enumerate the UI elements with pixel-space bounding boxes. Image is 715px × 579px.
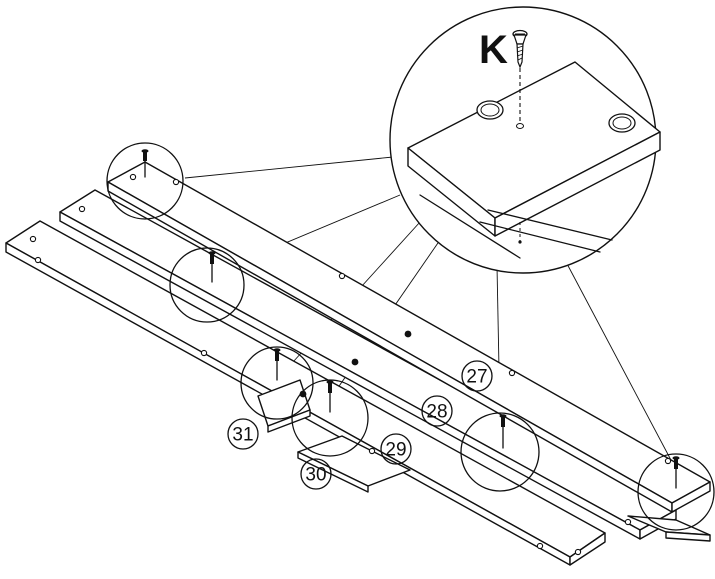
callout-29: 29 [380,433,412,465]
part-label-27: 27 [466,367,487,388]
detail-circle-5 [460,412,540,492]
rail-30 [297,435,411,493]
detail-circle-2 [169,247,245,323]
screw-icon [326,380,334,413]
part-label-31: 31 [232,425,253,446]
screw-k-icon [512,29,528,69]
screw-icon [499,414,507,449]
rail-31 [257,379,311,433]
detail-circle-3 [240,346,314,420]
callout-28: 28 [421,395,453,427]
part-label-29: 29 [385,440,406,461]
magnified-detail: K [389,6,661,274]
screw-icon [273,348,281,381]
detail-circle-6 [637,453,715,531]
part-label-28: 28 [426,402,447,423]
screw-icon [141,149,149,178]
hardware-letter: K [479,28,508,72]
callout-27: 27 [461,360,493,392]
rail-right [627,515,711,542]
part-label-30: 30 [305,465,326,486]
callout-30: 30 [300,458,332,490]
screw-icon [208,251,216,283]
detail-circle-4 [291,379,369,457]
board-holes [29,173,672,556]
screw-icon [672,456,680,489]
detail-circle-1 [106,142,184,220]
callout-31: 31 [227,418,259,450]
